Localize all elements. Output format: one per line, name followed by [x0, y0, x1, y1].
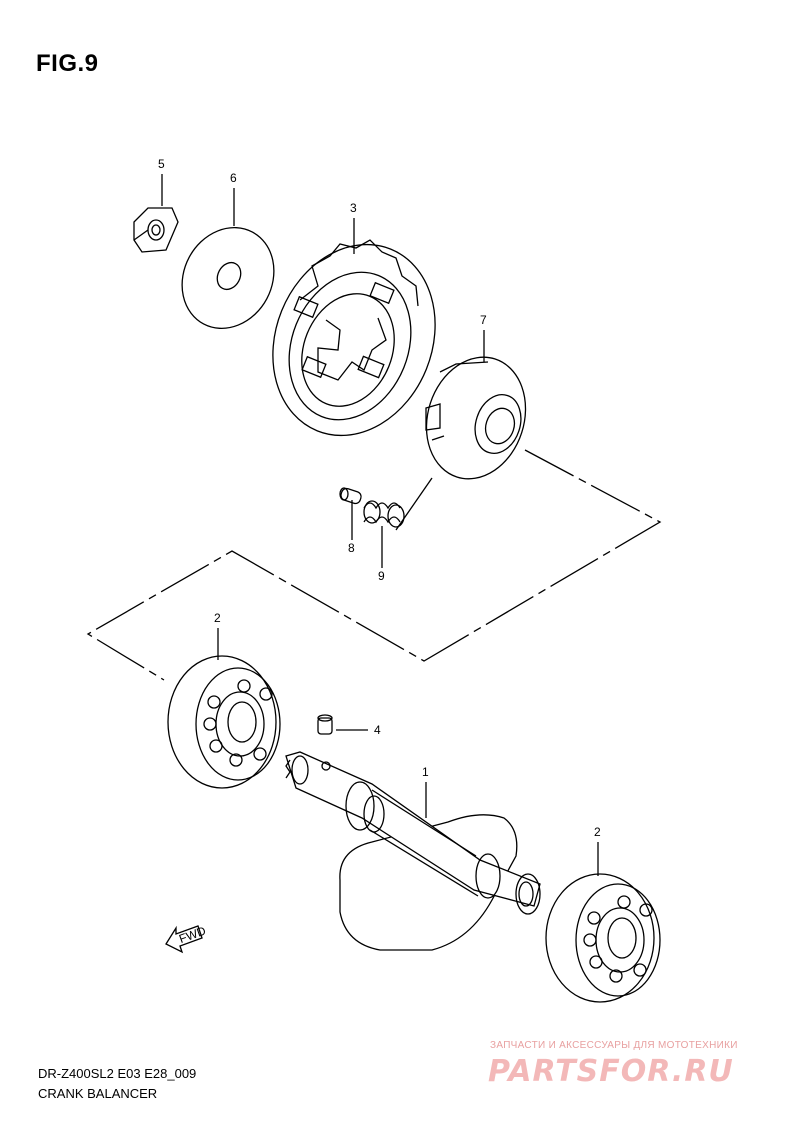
diagram-name: CRANK BALANCER	[38, 1086, 158, 1101]
callout-3: 3	[350, 201, 357, 215]
nut-part-5	[133, 207, 179, 253]
pin-part-8	[339, 487, 362, 505]
balancer-shaft-part-1	[285, 751, 541, 951]
figure-title: FIG.9	[36, 50, 99, 77]
spring-part-9	[363, 500, 405, 528]
callout-7: 7	[480, 313, 487, 327]
assembly-line	[86, 449, 662, 681]
bearing-part-2-upper	[167, 655, 281, 789]
watermark-tagline: ЗАПЧАСТИ И АКСЕССУАРЫ ДЛЯ МОТОТЕХНИКИ	[490, 1040, 738, 1051]
gear-part-3	[272, 239, 436, 437]
callout-9: 9	[378, 569, 385, 583]
bearing-part-2-lower	[545, 873, 661, 1003]
assembly-line-segment	[395, 477, 433, 531]
diagram-code: DR-Z400SL2 E03 E28_009	[38, 1066, 197, 1081]
callout-8: 8	[348, 541, 355, 555]
dowel-part-4	[317, 714, 333, 735]
callout-2-lower: 2	[594, 825, 601, 839]
fwd-arrow-icon	[165, 925, 203, 954]
fwd-label: FWD	[177, 923, 208, 946]
callout-4: 4	[374, 723, 381, 737]
callout-2-upper: 2	[214, 611, 221, 625]
callout-6: 6	[230, 171, 237, 185]
callout-5: 5	[158, 157, 165, 171]
washer-part-6	[181, 227, 275, 329]
hub-part-7	[425, 356, 527, 480]
watermark-logo: PARTSFOR.RU	[488, 1054, 734, 1089]
callout-1: 1	[422, 765, 429, 779]
